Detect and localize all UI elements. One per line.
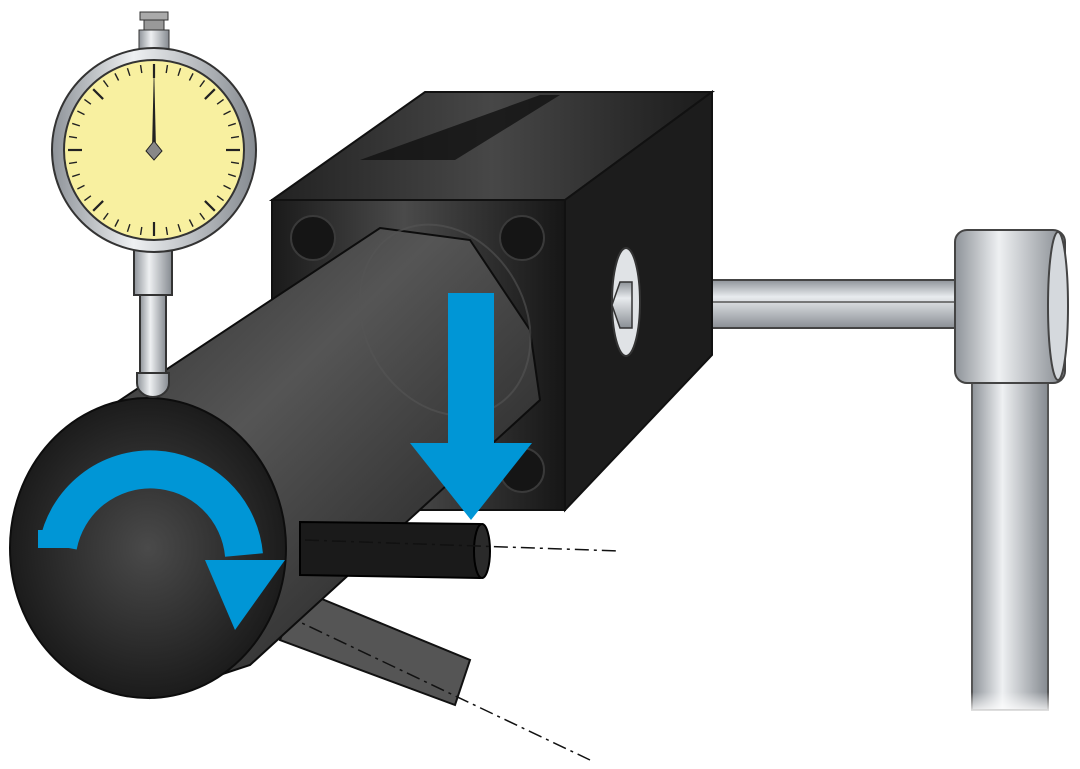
dial-tick (230, 135, 240, 139)
dial-tick (68, 135, 78, 139)
dial-tick (165, 64, 169, 74)
support-post (965, 379, 1055, 715)
dial-tick (71, 122, 81, 127)
dial-tick (223, 184, 231, 190)
dial-tick (126, 67, 131, 77)
dial-tick (216, 98, 224, 105)
dial-tick (126, 223, 131, 233)
dial-tick (230, 161, 240, 165)
dial-tick (227, 173, 237, 178)
dial-tick (92, 88, 104, 100)
rotation-arrow (38, 450, 285, 630)
horizontal-pin (299, 520, 621, 580)
dial-tick (114, 73, 120, 81)
dial-tick (177, 67, 182, 77)
dial-tick (92, 200, 104, 212)
dial-indicator (51, 11, 257, 398)
dial-tick (204, 200, 216, 212)
dial-tick (71, 173, 81, 178)
dial-tick (139, 226, 143, 236)
dial-tick (68, 161, 78, 165)
dial-tick (188, 73, 194, 81)
dial-tick (223, 110, 231, 116)
bolt-hole (290, 215, 336, 261)
dial-tick (77, 184, 85, 190)
dial-tick (102, 212, 109, 220)
dial-tick (216, 195, 224, 202)
dial-tick (204, 88, 216, 100)
bolt-hole (499, 215, 545, 261)
dial-tick (227, 122, 237, 127)
dial-tick (84, 195, 92, 202)
dial-tick (177, 223, 182, 233)
dial-tick (114, 219, 120, 227)
support-clamp-cap (954, 229, 1069, 384)
dial-ticks (68, 64, 240, 236)
dial-needle (152, 62, 156, 150)
dial-tick (77, 110, 85, 116)
dial-tick (165, 226, 169, 236)
dial-tick (199, 212, 206, 220)
dial-tick (102, 80, 109, 88)
dial-tick (199, 80, 206, 88)
dial-tick (139, 64, 143, 74)
force-arrow (410, 293, 532, 520)
dial-tick (84, 98, 92, 105)
dial-tick (188, 219, 194, 227)
angled-pin (278, 588, 591, 761)
